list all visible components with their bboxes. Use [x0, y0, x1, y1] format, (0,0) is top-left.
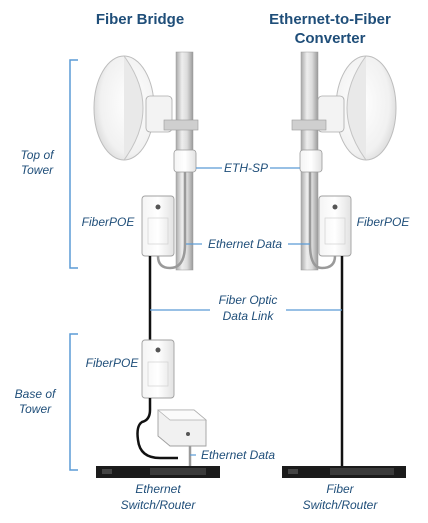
eth-sp-label: ETH-SP	[224, 161, 268, 175]
base-of-tower-label-line2: Tower	[19, 402, 52, 416]
base-of-tower-bracket	[69, 333, 78, 471]
fiber-switch-label-line2: Switch/Router	[303, 498, 379, 512]
fiberpoe-right-label: FiberPOE	[357, 215, 411, 229]
ethernet-data-top-label: Ethernet Data	[208, 237, 282, 251]
right-eth-sp-device	[299, 149, 323, 173]
base-fiberpoe-logo-icon	[155, 347, 161, 353]
left-dish-antenna	[93, 55, 199, 161]
ethernet-data-bottom-label: Ethernet Data	[201, 448, 275, 462]
top-of-tower-bracket	[69, 59, 78, 269]
fiberpoe-left-label: FiberPOE	[82, 215, 136, 229]
right-fiberpoe-logo-icon	[332, 204, 338, 210]
left-fiberpoe-panel	[147, 217, 169, 245]
fiber-bridge-header: Fiber Bridge	[96, 11, 184, 28]
fiber-optic-label-line2: Data Link	[223, 309, 275, 323]
top-of-tower-label-line2: Tower	[21, 163, 54, 177]
base-fiberpoe-device	[141, 339, 175, 399]
right-dish-antenna	[291, 55, 397, 161]
right-ethernet-cable	[308, 172, 337, 270]
base-fiberpoe-panel	[147, 361, 169, 387]
poe-adapter-device	[157, 409, 207, 447]
fiber-switch-router-device	[282, 466, 406, 478]
converter-header-line1: Ethernet-to-Fiber	[269, 11, 391, 28]
base-ethernet-cable	[136, 398, 178, 460]
leader-lines	[150, 167, 342, 456]
converter-header-line2: Converter	[295, 30, 366, 47]
right-fiberpoe-panel	[324, 217, 346, 245]
ethernet-switch-label-line1: Ethernet	[135, 482, 181, 496]
fiber-optic-label-line1: Fiber Optic	[219, 293, 278, 307]
left-ethernet-cable	[156, 172, 187, 270]
left-eth-sp-device	[173, 149, 197, 173]
top-of-tower-label-line1: Top of	[21, 148, 56, 162]
ethernet-switch-label-line2: Switch/Router	[121, 498, 197, 512]
left-fiberpoe-logo-icon	[155, 204, 161, 210]
ethernet-switch-router-device	[96, 466, 220, 478]
fiber-switch-label-line1: Fiber	[326, 482, 354, 496]
base-of-tower-label-line1: Base of	[15, 387, 57, 401]
fiberpoe-base-label: FiberPOE	[86, 356, 140, 370]
